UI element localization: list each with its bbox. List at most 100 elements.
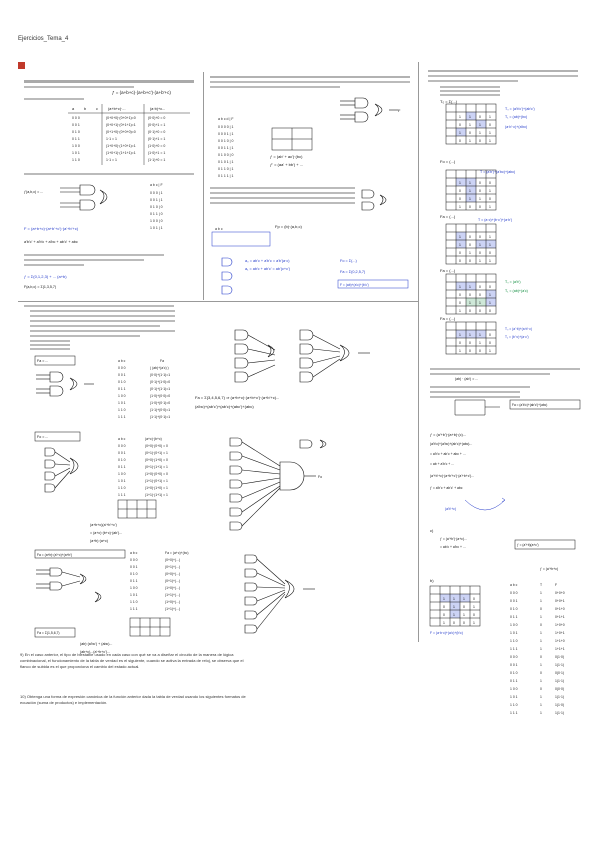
svg-text:a b c: a b c (118, 359, 126, 363)
svg-text:F: F (555, 583, 557, 587)
svg-text:0: 0 (459, 301, 461, 305)
svg-text:1: 1 (469, 285, 471, 289)
svg-text:1: 1 (489, 189, 491, 193)
svg-text:1 0 1: 1 0 1 (118, 479, 126, 483)
svg-text:0: 0 (459, 259, 461, 263)
svg-text:(0+0)·(0+0) = 0: (0+0)·(0+0) = 0 (145, 444, 168, 448)
svg-text:1: 1 (469, 197, 471, 201)
svg-text:0: 0 (489, 251, 491, 255)
right-column: T₀ = Σ(...) 1 1 0 1 0 1 1 0 (428, 70, 581, 715)
svg-text:Fa = (a+b)·(a'+c)+(a+b'): Fa = (a+b)·(a'+c)+(a+b') (37, 553, 72, 557)
svg-text:ƒ = (a'+b)(a+c'): ƒ = (a'+b)(a+c') (517, 543, 539, 547)
svg-text:0 1 1 | 0: 0 1 1 | 0 (150, 212, 163, 216)
svg-text:1: 1 (443, 597, 445, 601)
svg-text:(1+0)+(...): (1+0)+(...) (165, 600, 180, 604)
svg-text:(1·0)+0 = 0: (1·0)+0 = 0 (148, 144, 165, 148)
svg-text:1 0 1: 1 0 1 (118, 401, 126, 405)
svg-text:1(1·0): 1(1·0) (555, 703, 564, 707)
svg-text:(1·0)+(0·0)=0: (1·0)+(0·0)=0 (150, 394, 170, 398)
svg-text:0: 0 (540, 623, 542, 627)
svg-text:1: 1 (540, 599, 542, 603)
svg-text:Fo: Fo (318, 475, 322, 479)
svg-text:(0+1+0)·(0+0+0)=0: (0+1+0)·(0+0+0)=0 (106, 130, 136, 134)
svg-text:1 1 1: 1 1 1 (118, 415, 126, 419)
svg-text:1 1 0: 1 1 0 (510, 639, 518, 643)
svg-text:1: 1 (453, 605, 455, 609)
svg-text:0: 0 (473, 613, 475, 617)
svg-text:1: 1 (489, 235, 491, 239)
svg-text:F = (ab)+(a'c)+(b'c'): F = (ab)+(a'c)+(b'c') (340, 283, 369, 287)
svg-text:0: 0 (540, 671, 542, 675)
svg-text:1: 1 (540, 615, 542, 619)
svg-text:0 0 0 1 | 1: 0 0 0 1 | 1 (218, 132, 234, 136)
svg-text:(0+1)+(...): (0+1)+(...) (165, 579, 180, 583)
svg-text:1: 1 (459, 349, 461, 353)
svg-text:1: 1 (540, 663, 542, 667)
svg-text:a b c: a b c (215, 227, 223, 231)
svg-text:(1+0+0)·(1+0+1)=1: (1+0+0)·(1+0+1)=1 (106, 144, 136, 148)
svg-text:Fa = (a'b'c)+(ab'c')+(abc): Fa = (a'b'c)+(ab'c')+(abc) (512, 403, 547, 407)
svg-text:0 1 1 0 | 1: 0 1 1 0 | 1 (218, 167, 234, 171)
svg-text:0: 0 (459, 189, 461, 193)
svg-text:a: a (72, 107, 75, 111)
svg-text:Fa = (...): Fa = (...) (440, 316, 456, 321)
svg-text:Fa = (a+c)+(bc): Fa = (a+c)+(bc) (165, 551, 188, 555)
svg-text:1: 1 (489, 205, 491, 209)
svg-text:(0·1)+(1·0)=0: (0·1)+(1·0)=0 (150, 380, 170, 384)
svg-text:T = (a·c)+(b·c')+(a·b'): T = (a·c)+(b·c')+(a·b') (478, 218, 512, 222)
svg-text:1: 1 (453, 597, 455, 601)
svg-text:1: 1 (459, 131, 461, 135)
svg-text:0: 0 (453, 621, 455, 625)
question-9-label: 9) (20, 652, 24, 657)
svg-text:(0+0)+(...): (0+0)+(...) (165, 558, 180, 562)
svg-text:a₁ = ab'c + ab'c' = ab'(c+c'): a₁ = ab'c + ab'c' = ab'(c+c') (245, 267, 291, 271)
svg-text:1 0 0: 1 0 0 (130, 586, 138, 590)
svg-text:0: 0 (469, 243, 471, 247)
svg-text:1: 1 (469, 115, 471, 119)
svg-text:(ab) · (ab') = ...: (ab) · (ab') = ... (455, 377, 478, 381)
svg-text:1: 1 (459, 309, 461, 313)
svg-text:0 1 1: 0 1 1 (72, 137, 80, 141)
q2-block: F a b c d | F 0 0 0 0 | 1 0 0 0 1 | 1 0 … (210, 76, 410, 178)
svg-text:1: 1 (479, 131, 481, 135)
svg-text:1: 1 (469, 251, 471, 255)
svg-text:Fa = Σ(3,4,5,6,7) ⇒ (a+b+c)·(a: Fa = Σ(3,4,5,6,7) ⇒ (a+b+c)·(a+b+c')·(a+… (195, 395, 279, 400)
q4c-block: Fo = ... a b c(a+c)·(b+c) 0 0 0(0+0)·(0+… (34, 431, 168, 543)
svg-text:1: 1 (469, 301, 471, 305)
svg-text:0 1 0 | 0: 0 1 0 | 0 (150, 205, 163, 209)
university-logo (18, 62, 25, 69)
svg-text:0 0 1: 0 0 1 (72, 123, 80, 127)
svg-text:0: 0 (469, 205, 471, 209)
svg-text:1: 1 (540, 679, 542, 683)
svg-text:0 0 0 0 | 1: 0 0 0 0 | 1 (218, 125, 234, 129)
horizontal-divider (18, 301, 418, 302)
svg-text:T₁ = (ab)+(a'c): T₁ = (ab)+(a'c) (505, 289, 528, 293)
svg-text:a'b'c' + a'b'c + a'bc + ab'c': a'b'c' + a'b'c + a'bc + ab'c' + abc (24, 240, 78, 244)
svg-text:1(1·1): 1(1·1) (555, 695, 564, 699)
svg-text:0(0·1): 0(0·1) (555, 671, 564, 675)
svg-text:(a·b'·c)+(a'bc): (a·b'·c)+(a'bc) (505, 125, 527, 129)
svg-text:0: 0 (489, 341, 491, 345)
svg-text:1 1 0: 1 1 0 (118, 408, 126, 412)
svg-text:(0·0)+(1·1)=1: (0·0)+(1·1)=1 (150, 373, 170, 377)
svg-text:0: 0 (459, 139, 461, 143)
svg-text:= ab + a'b'c + ...: = ab + a'b'c + ... (430, 462, 454, 466)
svg-text:0: 0 (469, 293, 471, 297)
svg-text:(a+b+c)(a'+b'+c'): (a+b+c)(a'+b'+c') (90, 523, 117, 527)
svg-text:1: 1 (489, 139, 491, 143)
svg-text:0 1 1: 0 1 1 (510, 679, 518, 683)
svg-text:(1+1)+(...): (1+1)+(...) (165, 607, 180, 611)
svg-text:1 0 0: 1 0 0 (118, 472, 126, 476)
svg-text:a b c | F: a b c | F (150, 183, 163, 187)
svg-text:T₁ = (ab)+(bc): T₁ = (ab)+(bc) (505, 115, 527, 119)
svg-text:0: 0 (469, 131, 471, 135)
svg-text:(1+1)·(1+1) = 1: (1+1)·(1+1) = 1 (145, 493, 168, 497)
svg-text:0 0 0 | 1: 0 0 0 | 1 (150, 191, 163, 195)
svg-text:(1+0)+(...): (1+0)+(...) (165, 586, 180, 590)
svg-text:0: 0 (489, 285, 491, 289)
svg-text:a b c d | F: a b c d | F (218, 117, 234, 121)
svg-text:T₀ = Σ(...): T₀ = Σ(...) (440, 99, 458, 104)
svg-text:(1·1)+(0·0)=1: (1·1)+(0·0)=1 (150, 408, 170, 412)
